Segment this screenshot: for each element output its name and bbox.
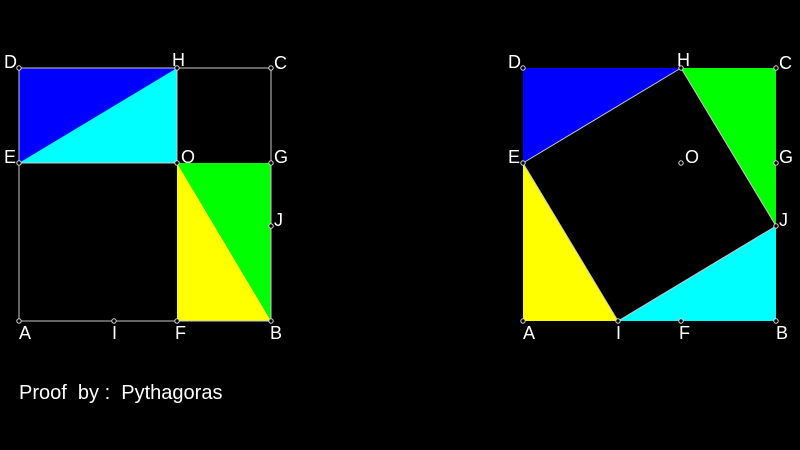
left-label-I: I [112,323,117,343]
left-point-O [174,160,180,166]
right-point-A [520,318,526,324]
proof-caption: Proof by : Pythagoras [19,382,222,404]
left-label-E: E [4,147,16,167]
left-triangle-yellow [177,163,271,321]
left-label-F: F [175,323,186,343]
right-point-I [615,318,621,324]
right-label-E: E [508,147,520,167]
right-label-F: F [679,323,690,343]
right-label-C: C [779,53,792,73]
left-label-J: J [274,210,283,230]
left-label-G: G [274,147,288,167]
left-label-D: D [4,52,17,72]
left-label-B: B [270,323,282,343]
left-point-J [268,223,274,229]
left-point-F [174,318,180,324]
left-label-A: A [19,323,31,343]
right-label-J: J [779,210,788,230]
right-label-B: B [776,323,788,343]
left-point-H [174,65,180,71]
right-label-H: H [677,50,690,70]
left-point-B [268,318,274,324]
right-point-G [773,160,779,166]
right-point-J [773,223,779,229]
right-label-O: O [685,147,699,167]
left-outer-square [18,67,272,322]
left-point-G [268,160,274,166]
left-label-O: O [181,147,195,167]
left-label-C: C [274,53,287,73]
left-label-H: H [172,50,185,70]
right-label-G: G [779,147,793,167]
left-point-C [268,65,274,71]
right-point-O [678,160,684,166]
left-triangle-cyan [19,68,177,163]
left-figure: D H C E O G J A I F B [4,50,288,343]
left-point-A [16,318,22,324]
right-point-H [678,65,684,71]
right-point-F [678,318,684,324]
right-point-E [520,160,526,166]
left-point-D [16,65,22,71]
right-label-D: D [508,52,521,72]
right-point-D [520,65,526,71]
right-point-C [773,65,779,71]
right-label-I: I [616,323,621,343]
right-figure: D H C E O G J A I F B [508,50,793,343]
right-label-A: A [523,323,535,343]
left-point-I [111,318,117,324]
right-point-B [773,318,779,324]
left-point-E [16,160,22,166]
